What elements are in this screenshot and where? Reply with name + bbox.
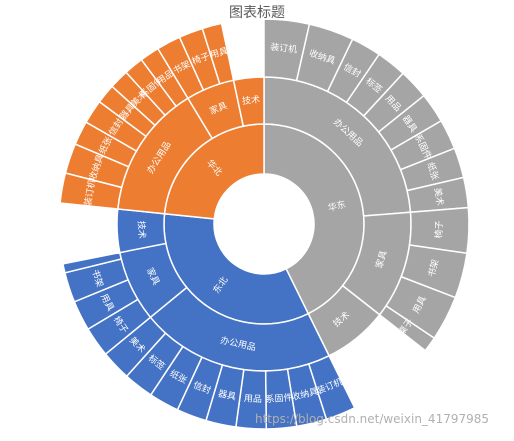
segment-label: 用具 xyxy=(209,46,229,61)
segment-label: 装订机 xyxy=(270,41,298,56)
segment-label: 书架 xyxy=(89,268,105,289)
segment-label: 美术 xyxy=(432,187,447,207)
chart-title: 图表标题 xyxy=(229,5,285,21)
segment-label: 椅子 xyxy=(433,220,446,238)
segment-label: 技术 xyxy=(241,93,260,107)
segment-label: 书架 xyxy=(426,258,441,278)
segment-label: 技术 xyxy=(135,220,148,239)
segment-label: 用品 xyxy=(244,393,263,405)
segment-e58d8ee58c97-e68a80e69caf xyxy=(232,76,265,128)
watermark: https://blog.csdn.net/weixin_41797985 xyxy=(255,412,490,426)
segment-label: 系固件 xyxy=(265,391,293,405)
segment-label: 器具 xyxy=(217,388,237,403)
